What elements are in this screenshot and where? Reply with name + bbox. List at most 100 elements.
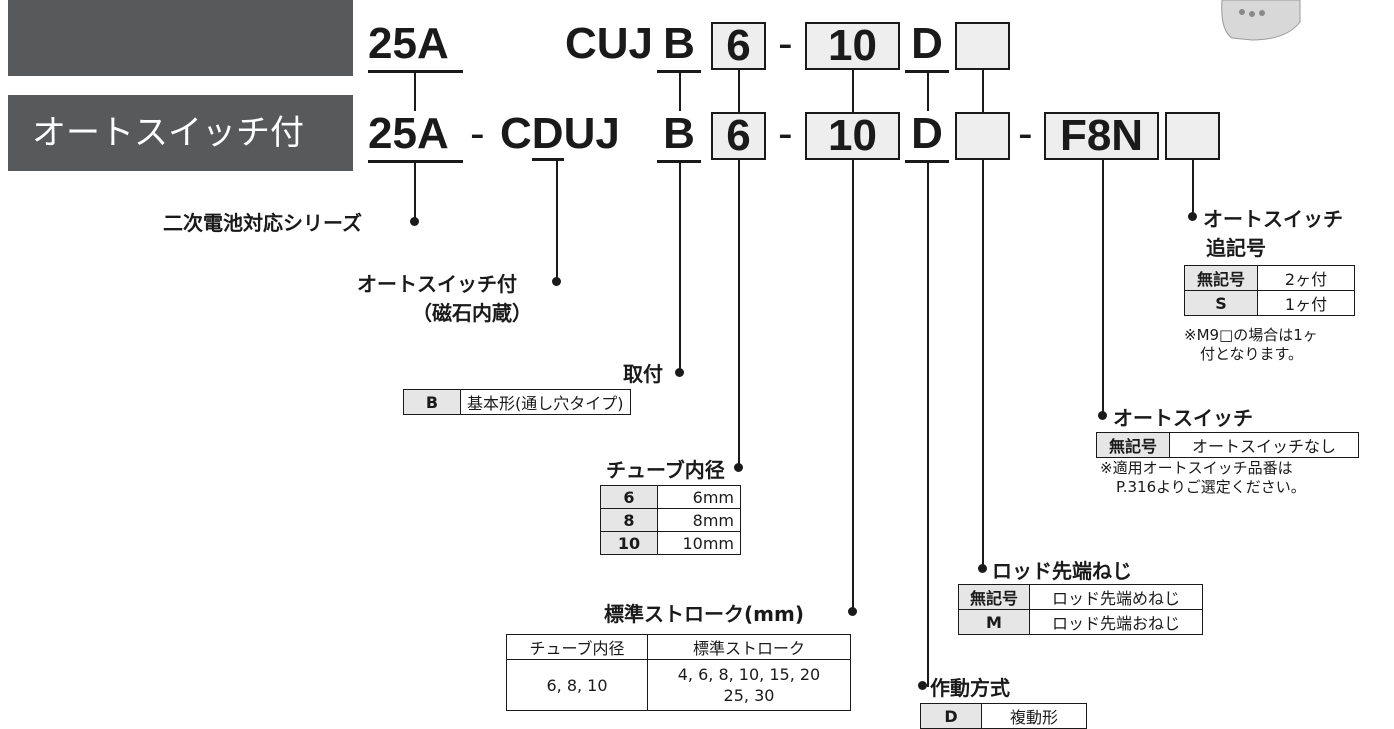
leader-rod — [982, 160, 984, 570]
leader-dot-action — [918, 681, 927, 690]
row1-mount-code: B — [657, 18, 701, 73]
label-stroke: 標準ストローク(mm) — [604, 602, 804, 626]
leader-magnet — [556, 160, 558, 282]
row2-model-code: CDUJ — [500, 108, 620, 161]
row2-bore-box: 6 — [711, 112, 766, 160]
row2-stroke-box: 10 — [805, 112, 900, 160]
label-bore: チューブ内径 — [606, 458, 725, 482]
connector-bore — [738, 70, 740, 114]
connector-mount — [679, 73, 681, 111]
row1-action-code: D — [905, 18, 949, 73]
bore-value: 6mm — [657, 485, 741, 509]
leader-dot-stroke — [848, 607, 857, 616]
label-mount: 取付 — [623, 362, 663, 386]
connector-stroke — [852, 70, 854, 114]
switch-key: 無記号 — [1096, 432, 1170, 458]
leader-stroke — [852, 160, 854, 613]
rod-key: 無記号 — [958, 584, 1030, 610]
suffix-value: 1ヶ付 — [1257, 290, 1355, 316]
label-autoswitch-magnet-2: （磁石内蔵） — [412, 301, 532, 325]
label-switch-suffix-2: 追記号 — [1206, 236, 1266, 260]
suffix-value: 2ヶ付 — [1257, 265, 1355, 291]
leader-dot-suffix — [1188, 212, 1197, 221]
bore-key: 6 — [600, 485, 658, 509]
header-bar-standard — [8, 0, 353, 76]
leader-dot-magnet — [552, 277, 561, 286]
rod-value: ロッド先端おねじ — [1029, 609, 1203, 635]
switch-note-2: P.316よりご選定ください。 — [1116, 478, 1306, 496]
stroke-values-line1: 4, 6, 8, 10, 15, 20 — [677, 665, 821, 684]
table-row: B 基本形(通し穴タイプ) — [403, 389, 631, 415]
leader-dot-bore — [734, 463, 743, 472]
mount-table: B 基本形(通し穴タイプ) — [403, 389, 631, 415]
leader-action — [927, 163, 929, 687]
switch-table: 無記号オートスイッチなし — [1096, 432, 1359, 458]
row1-bore-box: 6 — [711, 22, 766, 70]
row1-series-code: 25A — [368, 18, 463, 73]
row2-mount-code: B — [657, 108, 701, 163]
row1-option-box — [955, 22, 1010, 70]
switch-note-1: ※適用オートスイッチ品番は — [1100, 459, 1293, 477]
stroke-values-line2: 25, 30 — [723, 686, 775, 705]
mount-value: 基本形(通し穴タイプ) — [460, 389, 631, 415]
row2-suffix-box — [1165, 112, 1220, 160]
table-row: チューブ内径 標準ストローク — [506, 634, 851, 660]
suffix-note-1: ※M9□の場合は1ヶ — [1184, 326, 1318, 344]
suffix-note-2: 付となります。 — [1200, 345, 1304, 363]
row2-switch-box: F8N — [1044, 112, 1159, 160]
row2-model-d: D — [531, 109, 564, 161]
row2-model-uj: UJ — [563, 109, 620, 158]
leader-dot-mount — [675, 368, 684, 377]
rod-key: M — [958, 609, 1030, 635]
row1-model-code: CUJ — [565, 19, 654, 68]
row2-dash-2: - — [1018, 109, 1033, 158]
connector-action — [927, 73, 929, 111]
leader-switch — [1102, 160, 1104, 416]
leader-series — [414, 163, 416, 222]
stroke-table: チューブ内径 標準ストローク 6, 8, 10 4, 6, 8, 10, 15,… — [506, 634, 851, 711]
row1-stroke-box: 10 — [805, 22, 900, 70]
connector-option — [982, 70, 984, 114]
bore-key: 8 — [600, 508, 658, 532]
mount-key: B — [403, 389, 461, 415]
stroke-bore-value: 6, 8, 10 — [506, 659, 648, 711]
label-action: 作動方式 — [930, 676, 1010, 700]
leader-mount — [679, 163, 681, 373]
row2-series-code: 25A — [368, 108, 463, 163]
table-row: 無記号ロッド先端めねじ — [958, 584, 1203, 610]
row2-dash-0: - — [470, 109, 485, 158]
bore-value: 8mm — [657, 508, 741, 532]
stroke-header-bore: チューブ内径 — [506, 634, 648, 660]
label-rod: ロッド先端ねじ — [992, 559, 1132, 583]
connector-series — [414, 73, 416, 111]
rod-value: ロッド先端めねじ — [1029, 584, 1203, 610]
leader-dot-switch — [1098, 411, 1107, 420]
row2-action-code: D — [905, 108, 949, 163]
bore-key: 10 — [600, 531, 658, 555]
row2-dash-1: - — [778, 109, 793, 158]
label-series: 二次電池対応シリーズ — [163, 211, 362, 235]
label-autoswitch-magnet-1: オートスイッチ付 — [357, 272, 517, 296]
row2-model-c: C — [500, 109, 532, 158]
switch-value: オートスイッチなし — [1169, 432, 1359, 458]
action-value: 複動形 — [981, 703, 1087, 729]
leader-bore — [738, 160, 740, 468]
stroke-values: 4, 6, 8, 10, 15, 20 25, 30 — [647, 659, 851, 711]
leader-dot-series — [410, 217, 419, 226]
row1-dash: - — [778, 19, 793, 68]
table-row: 6, 8, 10 4, 6, 8, 10, 15, 20 25, 30 — [506, 659, 851, 711]
bore-value: 10mm — [657, 531, 741, 555]
table-row: 無記号オートスイッチなし — [1096, 432, 1359, 458]
action-key: D — [920, 703, 982, 729]
suffix-key: 無記号 — [1184, 265, 1258, 291]
row2-option-box — [955, 112, 1010, 160]
